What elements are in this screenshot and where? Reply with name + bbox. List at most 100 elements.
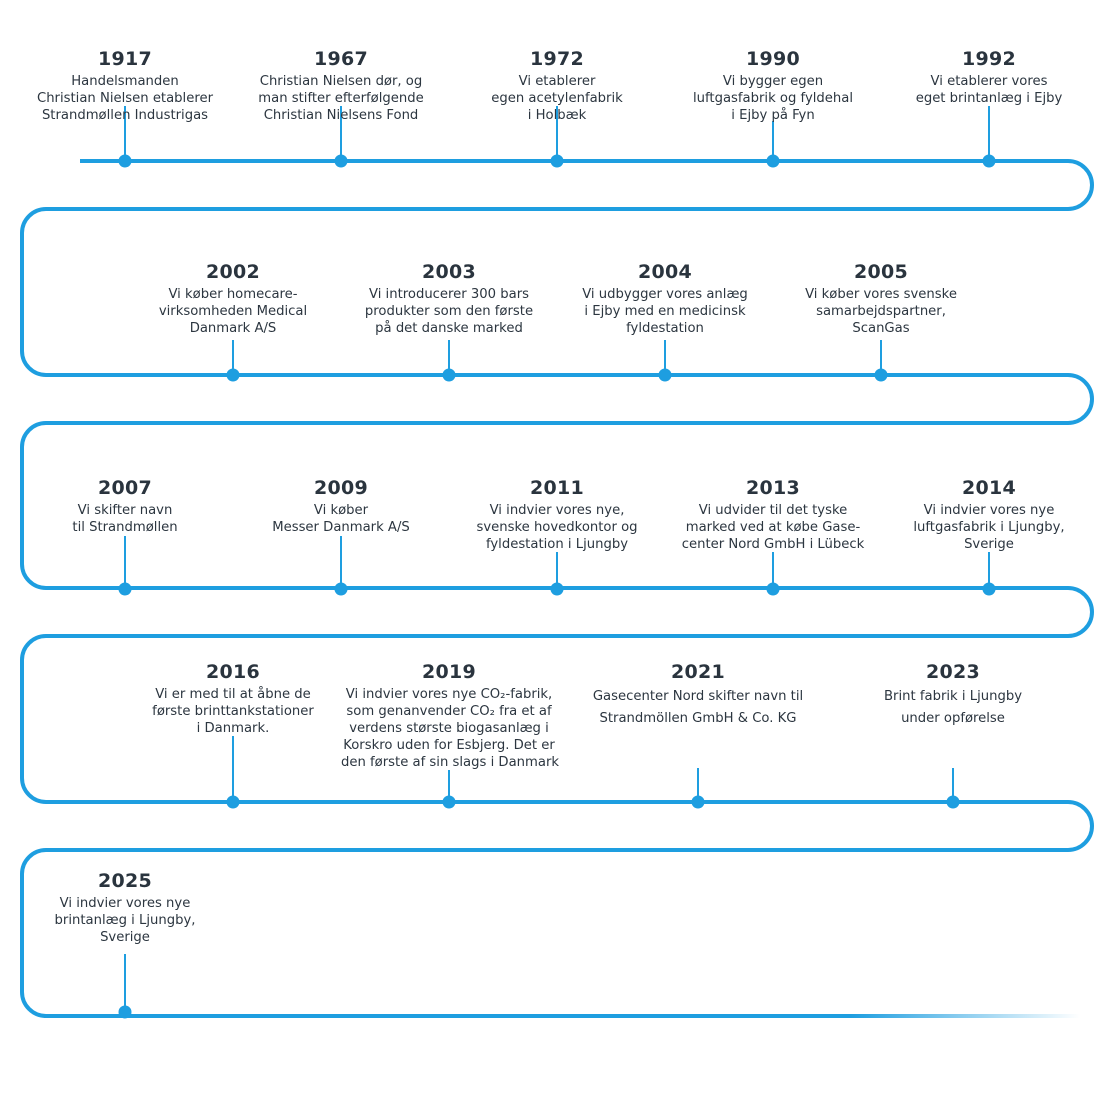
timeline-event: 2002 Vi køber homecare-virksomheden Medic… (125, 261, 341, 337)
event-description-line: i Danmark. (196, 721, 270, 736)
event-description-line: Korskro uden for Esbjerg. Det er (343, 738, 555, 753)
event-marker-dot (442, 368, 456, 382)
event-description-line: Vi indvier vores nye, (489, 503, 625, 518)
event-marker-dot (550, 154, 564, 168)
event-description-line: Vi etablerer vores (930, 74, 1048, 89)
timeline-event: 2004 Vi udbygger vores anlæg i Ejby med en… (557, 261, 773, 337)
event-description-line: svenske hovedkontor og (476, 520, 638, 535)
event-year: 1917 (97, 48, 153, 70)
timeline-path (20, 159, 1094, 1018)
event-description-line: Christian Nielsen etablerer (36, 91, 213, 106)
event-description-line: Vi indvier vores nye (59, 896, 191, 911)
event-year: 2003 (421, 261, 477, 283)
event-marker-dot (334, 582, 348, 596)
event-year: 2023 (925, 661, 981, 683)
event-year: 2004 (637, 261, 693, 283)
event-description: Vi køber vores svenske samarbejdspartner,… (773, 286, 989, 337)
event-marker-dot (874, 368, 888, 382)
event-description-line: Vi udbygger vores anlæg (582, 287, 748, 302)
event-description-line: Vi er med til at åbne de (155, 687, 311, 702)
event-year: 2007 (97, 477, 153, 499)
event-marker-dot (334, 154, 348, 168)
event-year: 1967 (313, 48, 369, 70)
event-description: Vi udbygger vores anlæg i Ejby med en med… (557, 286, 773, 337)
event-description-line: produkter som den første (364, 304, 534, 319)
event-marker-dot (658, 368, 672, 382)
event-description-line: egen acetylenfabrik (491, 91, 623, 106)
event-description-line: man stifter efterfølgende (258, 91, 424, 106)
event-description-line: Sverige (100, 930, 150, 945)
event-description-line: virksomheden Medical (158, 304, 308, 319)
event-year: 2002 (205, 261, 261, 283)
timeline-event: 2003 Vi introducerer 300 bars produkter so… (341, 261, 557, 337)
event-marker-dot (766, 154, 780, 168)
event-year: 2005 (853, 261, 909, 283)
event-year: 2013 (745, 477, 801, 499)
event-description-line: Strandmöllen GmbH & Co. KG (599, 711, 797, 726)
event-year: 2011 (529, 477, 585, 499)
event-description-line: Brint fabrik i Ljungby (884, 689, 1022, 704)
event-description-line: Sverige (964, 537, 1014, 552)
event-marker-dot (226, 368, 240, 382)
event-description-line: Danmark A/S (189, 321, 277, 336)
event-marker-dot (550, 582, 564, 596)
event-description-line: Christian Nielsens Fond (263, 108, 419, 123)
event-description-line: i Ejby på Fyn (731, 108, 815, 123)
event-year: 2025 (97, 870, 153, 892)
event-description-line: Vi køber homecare- (168, 287, 298, 302)
event-year: 2016 (205, 661, 261, 683)
event-description-line: fyldestation (626, 321, 704, 336)
event-description-line: Vi udvider til det tyske (698, 503, 848, 518)
event-description-line: center Nord GmbH i Lübeck (681, 537, 865, 552)
event-marker-dot (946, 795, 960, 809)
event-marker-dot (982, 582, 996, 596)
event-description-line: i Ejby med en medicinsk (584, 304, 746, 319)
event-marker-dot (226, 795, 240, 809)
event-description-line: Vi indvier vores nye (923, 503, 1055, 518)
event-year: 2009 (313, 477, 369, 499)
event-description-line: Vi introducerer 300 bars (368, 287, 530, 302)
event-description-line: på det danske marked (375, 321, 523, 336)
timeline-event: 2013 Vi udvider til det tyske marked ved a… (665, 477, 881, 553)
event-description-line: i Holbæk (527, 108, 587, 123)
event-description-line: Vi bygger egen (722, 74, 824, 89)
event-year: 1972 (529, 48, 585, 70)
event-description-line: Handelsmanden (71, 74, 179, 89)
event-marker-dot (442, 795, 456, 809)
event-description-line: som genanvender CO₂ fra et af (346, 704, 552, 719)
event-description: Vi introducerer 300 bars produkter som de… (341, 286, 557, 337)
event-marker-dot (118, 1005, 132, 1019)
event-description-line: under opførelse (901, 711, 1005, 726)
event-marker-dot (982, 154, 996, 168)
event-description: Vi udvider til det tyske marked ved at kø… (665, 502, 881, 553)
event-description-line: luftgasfabrik og fyldehal (692, 91, 854, 106)
event-marker-dot (118, 154, 132, 168)
event-description-line: luftgasfabrik i Ljungby, (913, 520, 1065, 535)
event-year: 2019 (421, 661, 477, 683)
event-description-line: den første af sin slags i Danmark (341, 755, 559, 770)
event-marker-dot (118, 582, 132, 596)
event-year: 2021 (670, 661, 726, 683)
event-marker-dot (691, 795, 705, 809)
event-description-line: Vi køber vores svenske (805, 287, 957, 302)
event-description: Vi indvier vores nye, svenske hovedkontor… (449, 502, 665, 553)
event-description-line: marked ved at købe Gase- (685, 520, 861, 535)
event-description-line: samarbejdspartner, (816, 304, 946, 319)
event-description: Brint fabrik i Ljungby under opførelse (845, 686, 1061, 730)
